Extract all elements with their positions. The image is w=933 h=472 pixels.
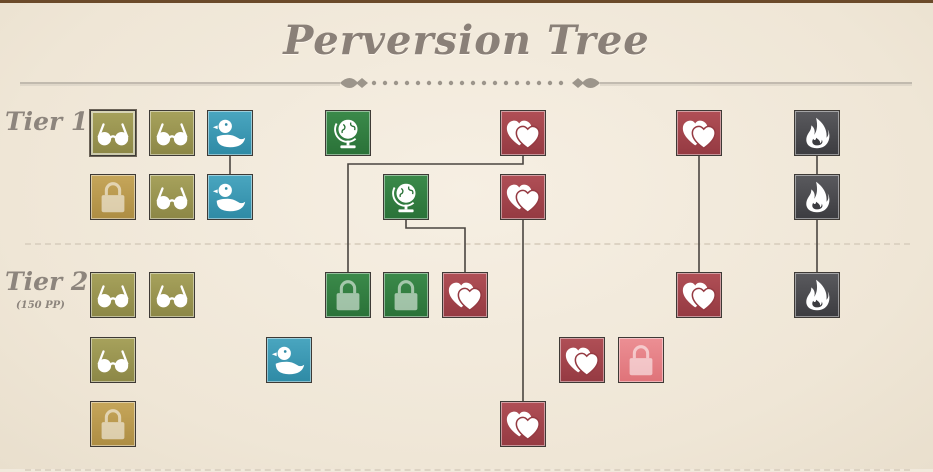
glasses-icon — [153, 276, 191, 314]
connection-lines — [229, 156, 818, 401]
perk-node-t1-hearts-3[interactable] — [500, 174, 546, 220]
perk-node-t2-glasses-3[interactable] — [90, 337, 136, 383]
duck-icon — [211, 114, 249, 152]
perk-node-t1-duck-2[interactable] — [207, 174, 253, 220]
tier-2-cost: (150 PP) — [16, 300, 65, 311]
perk-node-t2-lock-gold-1[interactable] — [90, 401, 136, 447]
perk-node-t1-globe-2[interactable] — [383, 174, 429, 220]
page-title: Perversion Tree — [283, 17, 650, 64]
duck-icon — [270, 341, 308, 379]
fire-icon — [798, 276, 836, 314]
perk-node-t2-glasses-2[interactable] — [149, 272, 195, 318]
hearts-icon — [504, 405, 542, 443]
glasses-icon — [153, 178, 191, 216]
lock-icon — [94, 178, 132, 216]
perk-node-t2-hearts-4[interactable] — [500, 401, 546, 447]
perk-node-t2-duck-1[interactable] — [266, 337, 312, 383]
tier-divider — [25, 243, 910, 245]
perk-node-t1-fire-2[interactable] — [794, 174, 840, 220]
perk-node-t2-glasses-1[interactable] — [90, 272, 136, 318]
perk-node-t1-duck-1[interactable] — [207, 110, 253, 156]
fire-icon — [798, 178, 836, 216]
perk-node-t2-hearts-1[interactable] — [442, 272, 488, 318]
glasses-icon — [153, 114, 191, 152]
connection-t1-globe-2-to-t2-hearts-1 — [405, 220, 466, 272]
perk-node-t2-lock-green-2[interactable] — [383, 272, 429, 318]
lock-icon — [622, 341, 660, 379]
perk-node-t1-hearts-1[interactable] — [500, 110, 546, 156]
glasses-icon — [94, 341, 132, 379]
perk-node-t2-hearts-3[interactable] — [559, 337, 605, 383]
glasses-icon — [94, 276, 132, 314]
perk-node-t1-glasses-1[interactable] — [90, 110, 136, 156]
perk-node-t1-fire-1[interactable] — [794, 110, 840, 156]
perk-node-t1-glasses-3[interactable] — [149, 174, 195, 220]
perk-node-t2-lock-pink-1[interactable] — [618, 337, 664, 383]
perk-node-t2-fire-1[interactable] — [794, 272, 840, 318]
perk-node-t1-hearts-2[interactable] — [676, 110, 722, 156]
hearts-icon — [563, 341, 601, 379]
hearts-icon — [680, 114, 718, 152]
glasses-icon — [94, 114, 132, 152]
lock-icon — [387, 276, 425, 314]
perk-node-t2-hearts-2[interactable] — [676, 272, 722, 318]
duck-icon — [211, 178, 249, 216]
perk-node-t1-globe-1[interactable] — [325, 110, 371, 156]
globe-icon — [387, 178, 425, 216]
tier-2-label: Tier 2 — [5, 267, 89, 296]
hearts-icon — [446, 276, 484, 314]
title-ornament — [20, 78, 912, 88]
connection-t1-hearts-1-to-t2-lock-green-1 — [347, 156, 524, 272]
perk-node-t1-glasses-2[interactable] — [149, 110, 195, 156]
tier-1-label: Tier 1 — [5, 107, 89, 136]
hearts-icon — [504, 114, 542, 152]
hearts-icon — [504, 178, 542, 216]
lock-icon — [94, 405, 132, 443]
fire-icon — [798, 114, 836, 152]
perk-node-t1-lock-1[interactable] — [90, 174, 136, 220]
perk-node-t2-lock-green-1[interactable] — [325, 272, 371, 318]
lock-icon — [329, 276, 367, 314]
hearts-icon — [680, 276, 718, 314]
globe-icon — [329, 114, 367, 152]
